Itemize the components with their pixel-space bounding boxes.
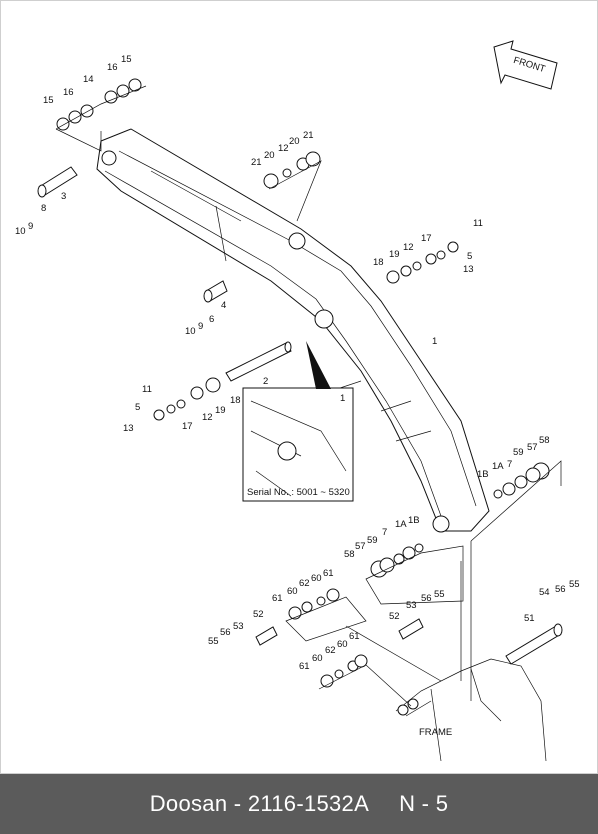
callout: 10 — [185, 326, 196, 337]
callout: 1A — [492, 461, 504, 472]
callout: 55 — [208, 636, 219, 647]
callout: 1B — [408, 515, 420, 526]
callout: 60 — [287, 586, 298, 597]
callout: 9 — [28, 221, 33, 232]
callout: 57 — [527, 442, 538, 453]
callout: 59 — [513, 447, 524, 458]
callout: 19 — [215, 405, 226, 416]
callout: 20 — [289, 136, 300, 147]
serial-note: Serial No. : 5001 ~ 5320 — [247, 487, 350, 498]
washer-stack-right — [386, 241, 459, 284]
callout: 61 — [323, 568, 334, 579]
callout: 52 — [389, 611, 400, 622]
callout: 14 — [83, 74, 94, 85]
callout: 12 — [278, 143, 289, 154]
callout: 54 — [539, 587, 550, 598]
callout: 15 — [43, 95, 54, 106]
foot-bushing-left — [370, 543, 424, 578]
callout: 58 — [539, 435, 550, 446]
boom-body — [96, 128, 490, 533]
washer-stack-left — [153, 377, 221, 421]
callout: 1 — [432, 336, 437, 347]
callout: 13 — [123, 423, 134, 434]
callout: 62 — [299, 578, 310, 589]
callout: 5 — [467, 251, 472, 262]
callout: 7 — [507, 459, 512, 470]
callout: 1A — [395, 519, 407, 530]
callout: 5 — [135, 402, 140, 413]
callout: 52 — [253, 609, 264, 620]
washer-stack-top-mid — [263, 151, 321, 189]
callout: 16 — [107, 62, 118, 73]
serial-detail-inset: Serial No. : 5001 ~ 5320 — [242, 341, 354, 502]
washer-stack-lower-mid — [320, 654, 368, 688]
callout: 51 — [524, 613, 535, 624]
boom-exploded-view: FRONT — [15, 40, 580, 762]
footer-part-number: Doosan - 2116-1532A — [149, 791, 370, 816]
pin-52-left — [255, 626, 278, 646]
callout: 21 — [303, 130, 314, 141]
parts-diagram: FRONT — [0, 0, 598, 774]
callout: 56 — [555, 584, 566, 595]
callout: 8 — [41, 203, 46, 214]
pin-2 — [225, 341, 292, 382]
callout: 13 — [463, 264, 474, 275]
callout: 17 — [182, 421, 193, 432]
callout: 15 — [121, 54, 132, 65]
callout: 4 — [221, 300, 226, 311]
callout: 60 — [337, 639, 348, 650]
callout: 61 — [272, 593, 283, 604]
frame-outline — [395, 658, 547, 762]
callout: 12 — [403, 242, 414, 253]
callout: 20 — [264, 150, 275, 161]
callout: 18 — [230, 395, 241, 406]
callout: 57 — [355, 541, 366, 552]
callout: 17 — [421, 233, 432, 244]
callout: 9 — [198, 321, 203, 332]
callout: 61 — [299, 661, 310, 672]
pin-52-right — [398, 618, 424, 640]
callout: 55 — [569, 579, 580, 590]
callout: 53 — [233, 621, 244, 632]
callout: 2 — [263, 376, 268, 387]
callout: 61 — [349, 631, 360, 642]
callout: 11 — [142, 384, 152, 395]
pin-4 — [203, 280, 228, 303]
callout: 62 — [325, 645, 336, 656]
pin-3 — [37, 166, 78, 198]
frame-label: FRAME — [419, 727, 452, 738]
group-lines — [55, 85, 562, 707]
callout: 7 — [382, 527, 387, 538]
footer-page-number: N - 5 — [399, 791, 449, 816]
callout: 6 — [209, 314, 214, 325]
callout: 1B — [477, 469, 489, 480]
front-arrow-icon: FRONT — [493, 40, 558, 90]
callout: 59 — [367, 535, 378, 546]
callout: 11 — [473, 218, 483, 229]
callout: 10 — [15, 226, 26, 237]
callout: 3 — [61, 191, 66, 202]
callout: 58 — [344, 549, 355, 560]
callout: 60 — [312, 653, 323, 664]
callout-labels: 15 16 14 16 15 3 8 9 10 21 20 12 20 21 1… — [15, 54, 580, 738]
callout: 16 — [63, 87, 74, 98]
callout: 18 — [373, 257, 384, 268]
callout: 55 — [434, 589, 445, 600]
callout: 60 — [311, 573, 322, 584]
callout: 56 — [421, 593, 432, 604]
foot-bushing-right — [493, 462, 550, 499]
callout: 53 — [406, 600, 417, 611]
callout: 56 — [220, 627, 231, 638]
pin-51 — [505, 623, 563, 665]
callout: 1 — [340, 393, 345, 404]
footer-bar: Doosan - 2116-1532A N - 5 — [0, 774, 598, 834]
callout: 19 — [389, 249, 400, 260]
callout: 12 — [202, 412, 213, 423]
callout: 21 — [251, 157, 262, 168]
